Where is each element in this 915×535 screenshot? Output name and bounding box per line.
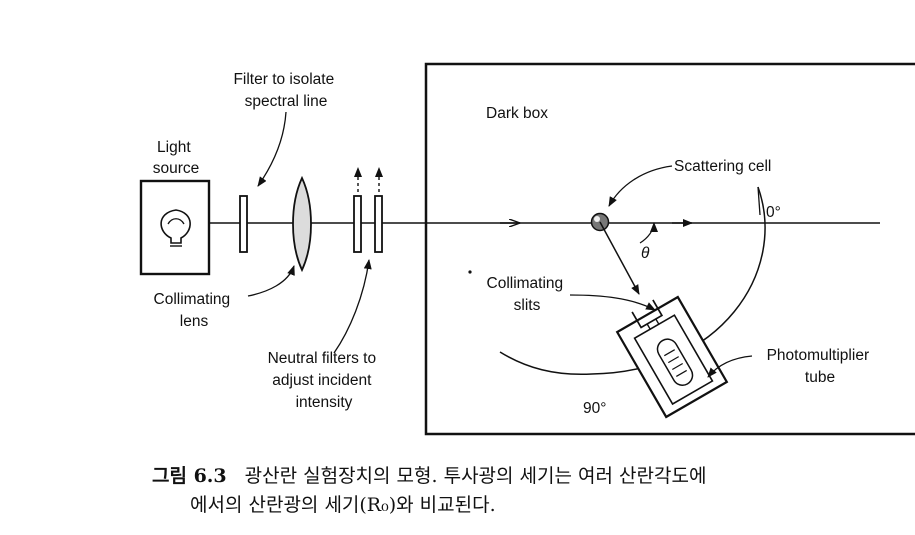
- neutral-filters-label: Neutral filters to adjust incident inten…: [268, 350, 381, 411]
- light-source-label: Light source: [153, 139, 200, 177]
- photomultiplier-tube: [656, 338, 694, 386]
- caption-text-1: 광산란 실험장치의 모형. 투사광의 세기는 여러 산란각도에: [244, 465, 707, 487]
- light-bulb-icon: [160, 209, 191, 247]
- figure-number: 그림 6.3: [152, 465, 227, 487]
- scattered-beam: [599, 221, 640, 295]
- scattering-cell-label: Scattering cell: [674, 158, 771, 175]
- theta-angle-arc: [639, 222, 658, 244]
- collimating-slits-label: Collimating slits: [487, 275, 568, 314]
- detector-housing: [615, 295, 729, 419]
- leader-lines: [247, 111, 753, 378]
- caption-line-1: 그림 6.3 광산란 실험장치의 모형. 투사광의 세기는 여러 산란각도에: [152, 462, 915, 491]
- figure-caption: 그림 6.3 광산란 실험장치의 모형. 투사광의 세기는 여러 산란각도에 에서…: [152, 462, 915, 520]
- detector-assembly: [615, 295, 729, 419]
- collimating-lens: [292, 175, 312, 273]
- speck: [468, 270, 472, 274]
- dark-box: [424, 62, 915, 436]
- zero-degree-tick: [757, 186, 761, 216]
- dark-box-label: Dark box: [486, 105, 548, 122]
- photomultiplier-label: Photomultiplier tube: [767, 347, 874, 386]
- light-scattering-diagram: Filter to isolate spectral line Light so…: [139, 62, 915, 436]
- caption-line-2: 에서의 산란광의 세기(R₀)와 비교된다.: [190, 494, 496, 516]
- filter-label: Filter to isolate spectral line: [233, 71, 338, 110]
- zero-degree-label: 0°: [766, 204, 781, 221]
- ninety-degree-label: 90°: [583, 400, 606, 417]
- spectral-filter: [239, 195, 248, 253]
- collimating-slits: [631, 299, 664, 329]
- collimating-lens-label: Collimating lens: [154, 291, 235, 330]
- light-source: [139, 179, 211, 276]
- theta-label: θ: [641, 245, 650, 262]
- neutral-filters: [353, 167, 383, 253]
